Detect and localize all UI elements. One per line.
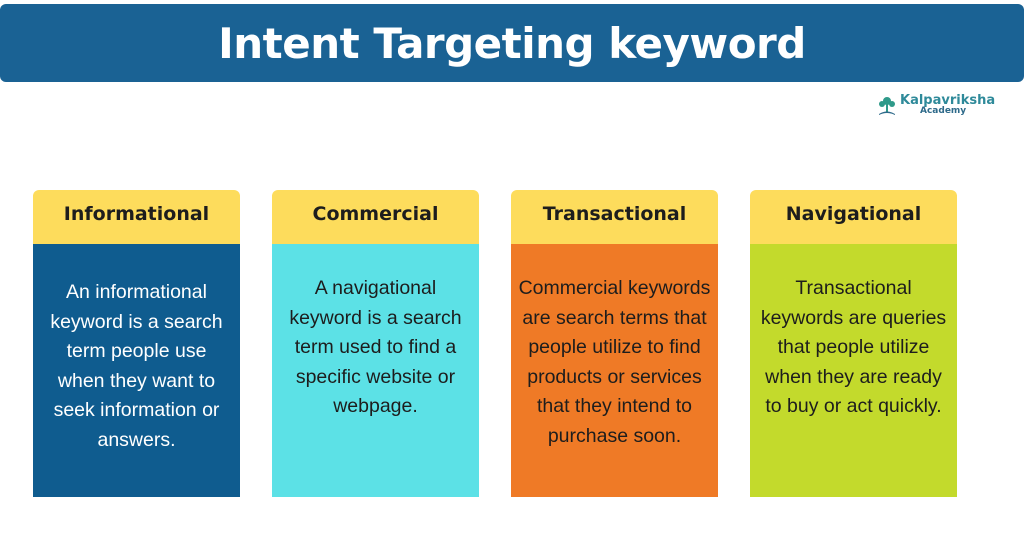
card-informational: Informational An informational keyword i… — [33, 190, 240, 497]
card-header: Navigational — [750, 190, 957, 244]
card-commercial: Commercial A navigational keyword is a s… — [272, 190, 479, 497]
logo-subtitle: Academy — [920, 106, 967, 116]
card-header: Informational — [33, 190, 240, 244]
card-body: An informational keyword is a search ter… — [33, 244, 240, 497]
card-header: Transactional — [511, 190, 718, 244]
card-body: Commercial keywords are search terms tha… — [511, 244, 718, 497]
card-body: Transactional keywords are queries that … — [750, 244, 957, 497]
card-heading: Informational — [63, 203, 210, 225]
card-transactional: Transactional Commercial keywords are se… — [511, 190, 718, 497]
card-heading: Navigational — [785, 203, 922, 225]
card-heading: Commercial — [312, 203, 439, 225]
card-header: Commercial — [272, 190, 479, 244]
page-title: Intent Targeting keyword — [218, 18, 806, 68]
card-body: A navigational keyword is a search term … — [272, 244, 479, 497]
tree-icon — [879, 97, 895, 115]
kalpavriksha-logo: Kalpavriksha Academy — [876, 94, 995, 122]
logo-name: Kalpavriksha — [900, 93, 996, 108]
title-banner: Intent Targeting keyword — [0, 4, 1024, 82]
card-navigational: Navigational Transactional keywords are … — [750, 190, 957, 497]
card-heading: Transactional — [542, 203, 687, 225]
